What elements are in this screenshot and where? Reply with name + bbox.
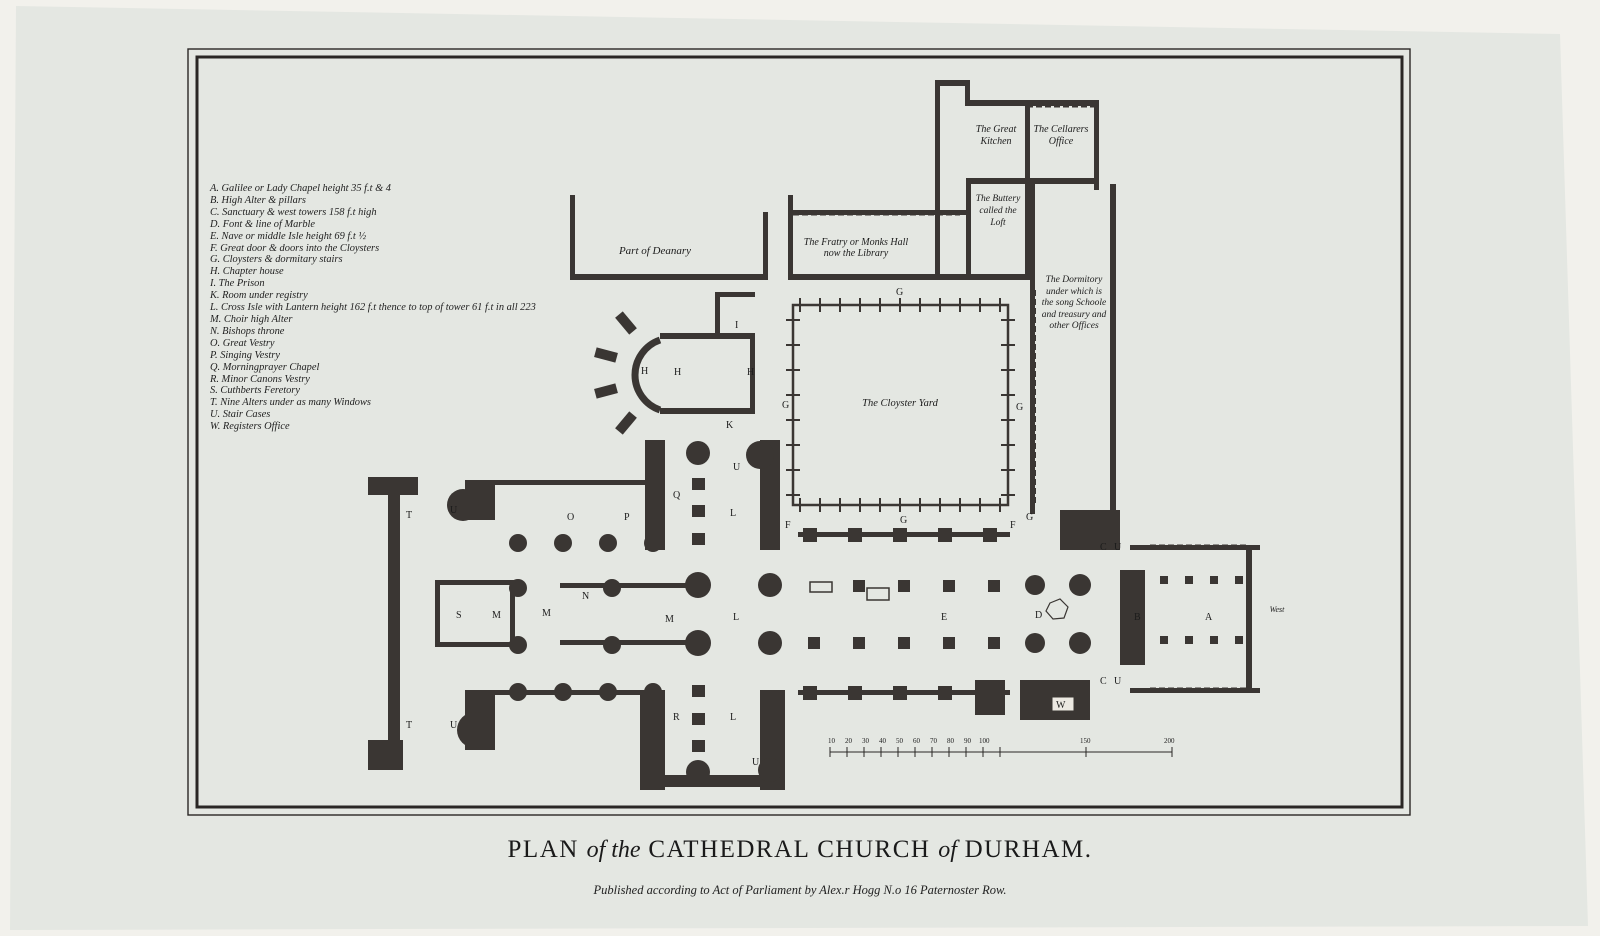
scale-label-70: 70: [930, 737, 937, 745]
label-dormitory: The Dormitory under which is the song Sc…: [1041, 275, 1107, 331]
publisher-imprint: Published according to Act of Parliament…: [593, 883, 1007, 897]
label-deanary: Part of Deanary: [618, 245, 692, 257]
plan-letter-l-north: L: [730, 508, 737, 519]
key-entry-o: O. Great Vestry: [210, 337, 275, 349]
plan-letter-g-right: G: [1016, 402, 1024, 413]
plan-letter-f: F: [785, 520, 791, 531]
plan-letter-f2: F: [1010, 520, 1016, 531]
plan-letter-g-bottom: G: [900, 515, 908, 526]
plan-letter-l-crossing: L: [733, 612, 740, 623]
plan-letter-o: O: [567, 512, 575, 523]
plan-letter-g-top: G: [896, 287, 904, 298]
scale-label-100: 100: [979, 737, 990, 745]
title-plan: PLAN: [507, 836, 579, 863]
key-entry-e: E. Nave or middle Isle height 69 f.t ½: [210, 230, 367, 242]
paper: [10, 6, 1588, 930]
title-cathedral-church: CATHEDRAL CHURCH: [648, 836, 931, 863]
plan-letter-m: M: [492, 610, 501, 621]
plan-letter-u: U: [450, 505, 458, 516]
plan-letter-u5: U: [1114, 542, 1122, 553]
key-entry-q: Q. Morningprayer Chapel: [210, 361, 320, 373]
scale-label-200: 200: [1164, 737, 1175, 745]
plan-letter-p: P: [624, 512, 630, 523]
key-entry-d: D. Font & line of Marble: [210, 218, 316, 230]
key-entry-r: R. Minor Canons Vestry: [210, 373, 310, 385]
key-entry-u: U. Stair Cases: [210, 409, 271, 421]
plan-letter-q: Q: [673, 490, 681, 501]
plan-letter-l-south: L: [730, 712, 737, 723]
scale-label-10: 10: [828, 737, 835, 745]
key-entry-g: G. Cloysters & dormitary stairs: [210, 254, 343, 266]
scale-label-20: 20: [845, 737, 852, 745]
key-entry-n: N. Bishops throne: [210, 325, 285, 337]
plan-letter-k: K: [726, 420, 734, 431]
plan-letter-u3: U: [733, 462, 741, 473]
plan-letter-u4: U: [752, 757, 760, 768]
plan-letter-h2: H: [674, 367, 682, 378]
scale-label-150: 150: [1080, 737, 1091, 745]
plan-letter-u2: U: [450, 720, 458, 731]
scale-label-80: 80: [947, 737, 954, 745]
plan-letter-a: A: [1205, 612, 1213, 623]
label-fratry: The Fratry or Monks Hall now the Library: [803, 237, 909, 259]
plan-letter-g-left: G: [782, 400, 790, 411]
scale-label-90: 90: [964, 737, 971, 745]
key-entry-h: H. Chapter house: [210, 266, 284, 278]
key-entry-i: I. The Prison: [210, 278, 265, 290]
plan-letter-m2: M: [542, 608, 551, 619]
plan-letter-s: S: [456, 610, 462, 621]
key-entry-m: M. Choir high Alter: [210, 313, 293, 325]
title-of-the: of the: [586, 837, 641, 863]
key-entry-p: P. Singing Vestry: [210, 349, 280, 361]
plan-title: PLAN of the CATHEDRAL CHURCH of DURHAM.: [300, 836, 1300, 864]
scale-label-50: 50: [896, 737, 903, 745]
legend-key: A. Galilee or Lady Chapel height 35 f.t …: [210, 183, 536, 433]
scale-bar: [829, 747, 1173, 757]
key-entry-s: S. Cuthberts Feretory: [210, 385, 300, 397]
plan-letter-g-dorm: G: [1026, 512, 1034, 523]
scale-label-60: 60: [913, 737, 920, 745]
label-buttery: The Buttery called the Loft: [975, 194, 1021, 228]
plan-letter-d: D: [1035, 610, 1043, 621]
key-entry-f: F. Great door & doors into the Cloysters: [210, 242, 380, 254]
scale-label-40: 40: [879, 737, 886, 745]
plan-letter-i: I: [735, 320, 739, 331]
plan-letter-c2: C: [1100, 676, 1107, 687]
plan-letter-c: C: [1100, 542, 1107, 553]
label-west: West: [1269, 605, 1285, 614]
scale-label-30: 30: [862, 737, 869, 745]
label-cellarers-office: The Cellarers Office: [1033, 124, 1089, 147]
plan-letter-n: N: [582, 591, 590, 602]
plan-letter-t: T: [406, 510, 413, 521]
cloister-yard: [786, 298, 1015, 512]
key-entry-b: B. High Alter & pillars: [210, 194, 306, 206]
inner-border: [195, 55, 1404, 809]
label-cloyster-yard: The Cloyster Yard: [862, 398, 938, 409]
key-entry-t: T. Nine Alters under as many Windows: [210, 397, 371, 409]
plan-letter-r: R: [673, 712, 680, 723]
plan-letter-u6: U: [1114, 676, 1122, 687]
key-entry-w: W. Registers Office: [210, 421, 290, 433]
outer-border: [187, 48, 1411, 816]
plan-letter-t2: T: [406, 720, 413, 731]
key-entry-k: K. Room under registry: [210, 290, 308, 302]
plan-letter-e: E: [941, 612, 948, 623]
key-entry-l: L. Cross Isle with Lantern height 162 f.…: [210, 302, 536, 314]
plan-letter-h: H: [641, 366, 649, 377]
plan-letter-m3: M: [665, 614, 674, 625]
nave-piers: [447, 441, 1243, 784]
label-great-kitchen: The Great Kitchen: [975, 124, 1017, 147]
plan-letter-h3: H: [747, 367, 755, 378]
plan-letter-w: W: [1056, 700, 1066, 711]
title-durham: DURHAM.: [964, 836, 1093, 863]
key-entry-c: C. Sanctuary & west towers 158 f.t high: [210, 206, 377, 218]
title-of: of: [938, 837, 957, 863]
key-entry-a: A. Galilee or Lady Chapel height 35 f.t …: [210, 183, 391, 194]
plan-letter-b: B: [1134, 612, 1141, 623]
